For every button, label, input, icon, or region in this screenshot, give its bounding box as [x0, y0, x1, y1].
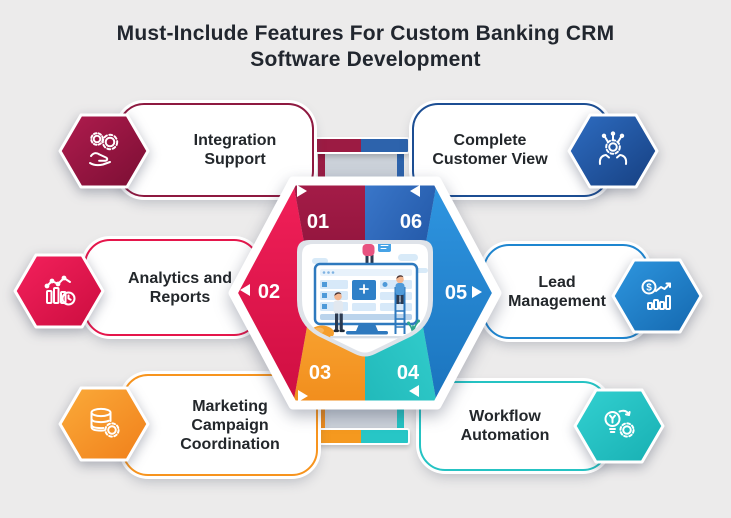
feature-label-line: Marketing	[192, 397, 268, 415]
ribbon-darkblue-half	[361, 139, 408, 152]
hands-gear-icon	[598, 131, 628, 165]
bottom-band-teal-strip	[397, 402, 404, 432]
ribbon-teal-half	[361, 430, 408, 443]
feature-label-line: Campaign	[191, 416, 269, 434]
ribbon-maroon-half	[314, 139, 361, 152]
feature-label-line: Analytics and	[127, 269, 233, 287]
feature-label-line: Support	[204, 151, 266, 168]
database-gear-icon	[90, 407, 120, 438]
badge-complete-customer-view	[567, 113, 659, 189]
feature-card-integration-support: Integration Support	[118, 103, 314, 197]
segment-number-05: 05	[445, 282, 467, 304]
segment-number-02: 02	[258, 281, 280, 303]
feature-label-line: Workflow	[469, 408, 541, 425]
title-line-1: Must-Include Features For Custom Banking…	[116, 22, 615, 45]
arrow-left-icon	[410, 185, 420, 197]
feature-label-line: Lead	[538, 273, 576, 291]
title-line-2: Software Development	[250, 48, 481, 71]
arrow-left-icon	[240, 284, 250, 296]
feature-label-line: Integration	[193, 132, 277, 149]
segment-number-06: 06	[400, 211, 422, 233]
hexagon-border	[228, 176, 502, 410]
top-band-maroon-strip	[318, 149, 325, 177]
gears-hand-icon	[89, 132, 119, 167]
segment-number-04: 04	[397, 362, 420, 384]
badge-marketing	[58, 386, 150, 462]
bulb-gear-icon	[604, 409, 635, 438]
feature-label-line: Complete	[453, 132, 527, 149]
page-title: Must-Include Features For Custom Banking…	[0, 21, 731, 73]
feature-label-line: Reports	[149, 288, 211, 306]
segment-number-03: 03	[309, 362, 331, 384]
bar-chart-clock-icon	[44, 275, 76, 306]
coin-graph-icon: $	[641, 279, 671, 310]
arrow-right-icon	[298, 390, 308, 402]
badge-integration	[58, 113, 150, 189]
feature-card-analytics-reports: Analytics and Reports	[84, 239, 260, 336]
top-band-blue-strip	[397, 149, 404, 177]
segment-number-01: 01	[307, 211, 329, 233]
bottom-band-orange-strip	[318, 402, 325, 432]
feature-label-line: Customer View	[432, 151, 548, 168]
badge-workflow	[573, 388, 665, 464]
ribbon-orange-half	[314, 430, 361, 443]
arrow-right-icon	[472, 286, 482, 298]
arrow-left-icon	[409, 385, 419, 397]
svg-text:$: $	[646, 283, 652, 294]
badge-lead-management: $	[611, 258, 703, 334]
badge-analytics	[13, 253, 105, 329]
feature-label-line: Coordination	[180, 435, 280, 453]
central-hexagon: 01 06 02 05 03 04	[228, 176, 502, 410]
feature-label-line: Automation	[460, 427, 550, 444]
arrow-right-icon	[297, 185, 307, 197]
feature-label-line: Management	[508, 292, 606, 310]
bottom-connector-ribbon	[312, 428, 410, 445]
